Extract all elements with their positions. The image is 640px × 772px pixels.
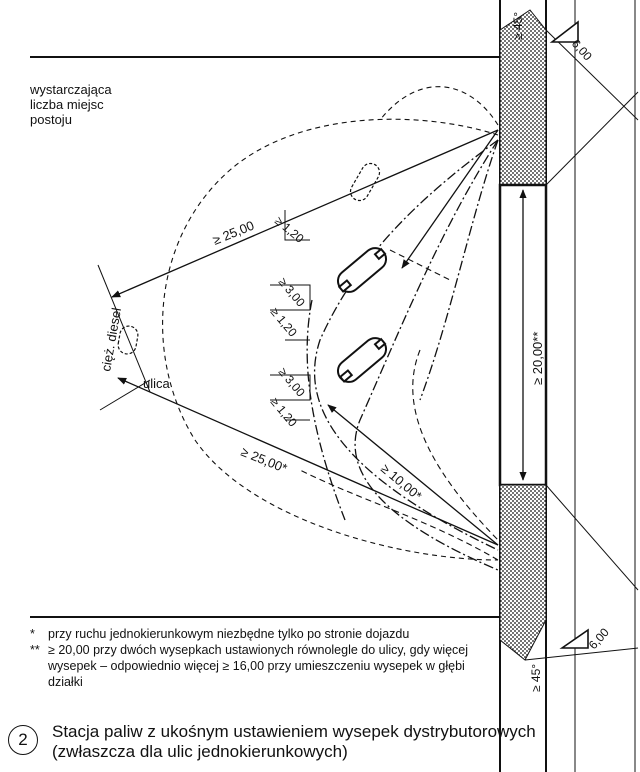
arrow-to-island xyxy=(401,129,499,269)
pump-1a xyxy=(337,279,353,293)
gap-dimension-chain xyxy=(270,210,311,421)
caption-line-1: Stacja paliw z ukośnym ustawieniem wysep… xyxy=(52,722,536,741)
street-label: ulica xyxy=(143,376,171,391)
gap-label-2: ≥ 3,00 xyxy=(276,275,308,310)
angle-top-label: ≥ 45° xyxy=(511,12,525,40)
vehicle-paths xyxy=(306,139,499,571)
diesel-approach-line xyxy=(97,264,151,393)
angle-bottom-label: ≥ 45° xyxy=(529,664,543,692)
parking-note-line-2: liczba miejsc xyxy=(30,97,104,112)
parking-note-line-1: wystarczająca xyxy=(30,82,112,97)
caption-line-2: (zwłaszcza dla ulic jednokierunkowych) xyxy=(52,742,348,761)
slope-bottom-label: 6,00 xyxy=(586,625,612,652)
footnote-1-text: przy ruchu jednokierunkowym niezbędne ty… xyxy=(48,627,410,641)
footnote-2-mark: ** xyxy=(30,643,40,657)
diesel-island-outline xyxy=(117,325,139,355)
footnote-1-mark: * xyxy=(30,627,35,641)
driveway-exit-bottom xyxy=(499,484,547,661)
arrow-10 xyxy=(327,404,499,546)
distance-lower-label: ≥ 25,00* xyxy=(239,444,289,476)
pump-2b xyxy=(373,337,387,351)
arrow-lower-25 xyxy=(117,377,499,546)
street-approach-line xyxy=(99,379,151,411)
slope-triangle-top xyxy=(549,20,579,43)
pump-1b xyxy=(373,247,387,261)
footnote-1: * przy ruchu jednokierunkowym niezbędne … xyxy=(30,626,500,642)
dimension-arrows xyxy=(111,129,527,546)
gap-label-4: ≥ 3,00 xyxy=(276,365,308,400)
figure-number: 2 xyxy=(8,725,38,755)
arrow-upper-25 xyxy=(111,129,499,298)
swept-paths xyxy=(299,249,499,561)
slope-triangle-bottom xyxy=(559,628,589,649)
turning-radius-dashed xyxy=(162,118,499,561)
slope-dimension-lines xyxy=(524,29,639,661)
gap-label-1: ≥ 1,20 xyxy=(272,214,307,246)
pump-2a xyxy=(338,369,354,383)
caption-text: Stacja paliw z ukośnym ustawieniem wysep… xyxy=(52,722,536,762)
lane-width-label: ≥ 20,00** xyxy=(530,332,545,385)
parking-note: wystarczająca liczba miejsc postoju xyxy=(30,82,112,127)
parking-note-line-3: postoju xyxy=(30,112,72,127)
footnotes: * przy ruchu jednokierunkowym niezbędne … xyxy=(30,626,500,690)
driveway-entry-top xyxy=(499,9,547,186)
footnote-2-text: ≥ 20,00 przy dwóch wysepkach ustawionych… xyxy=(48,643,469,689)
distance-upper-label: ≥ 25,00 xyxy=(211,218,257,248)
figure-caption: 2 Stacja paliw z ukośnym ustawieniem wys… xyxy=(8,722,638,770)
distance-short-label: ≥ 10,00* xyxy=(378,461,425,504)
footnote-2: ** ≥ 20,00 przy dwóch wysepkach ustawion… xyxy=(30,642,500,690)
